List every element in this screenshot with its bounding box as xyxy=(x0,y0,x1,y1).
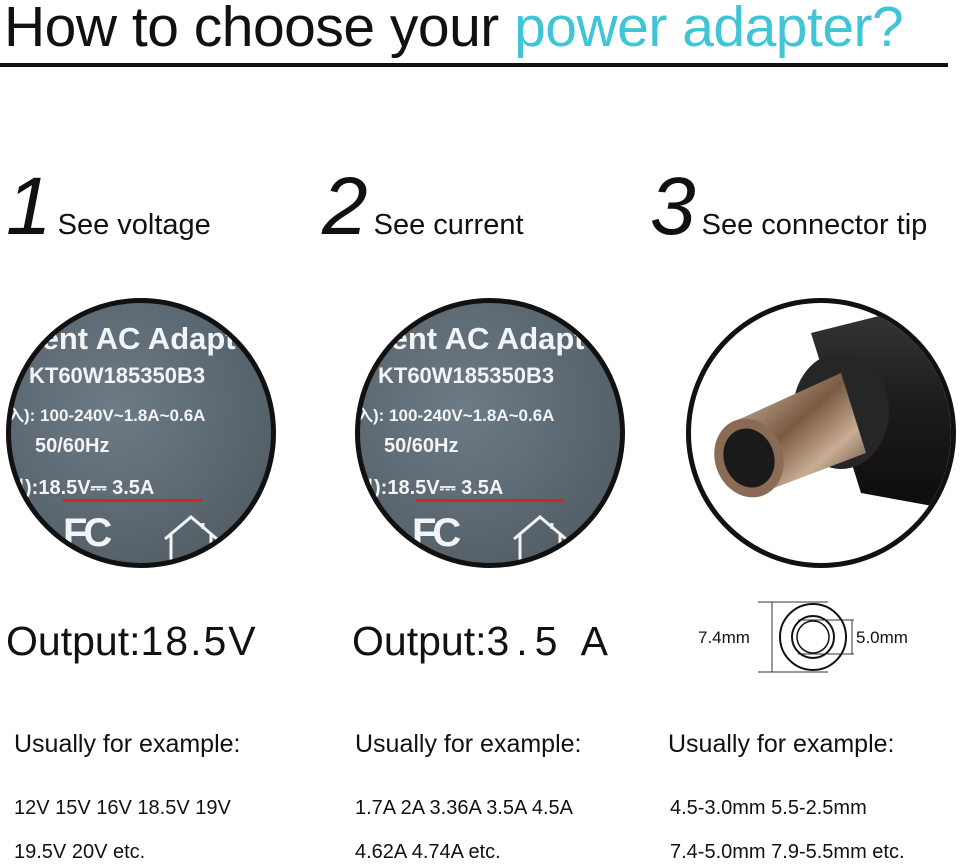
label-line: 出):18.5V⎓ 3.5A xyxy=(355,477,504,499)
page-title: How to choose your power adapter? xyxy=(4,0,904,60)
connector-plug-icon xyxy=(714,303,951,510)
step-number: 2 xyxy=(322,161,368,252)
label-line: 50/60Hz xyxy=(384,435,459,457)
current-example: 1.7A 2A 3.36A 3.5A 4.5A xyxy=(355,797,573,819)
title-prefix: How to choose your xyxy=(4,0,515,59)
inner-diameter-label: 5.0mm xyxy=(856,628,908,647)
title-accent: power adapter? xyxy=(514,0,904,59)
label-line: ient AC Adapt xyxy=(33,321,236,356)
outer-diameter-label: 7.4mm xyxy=(698,628,750,647)
label-line: ient AC Adapt xyxy=(382,321,585,356)
label-line: 50/60Hz xyxy=(35,435,110,457)
voltage-output: Output:18.5V xyxy=(6,618,258,665)
voltage-example: 12V 15V 16V 18.5V 19V xyxy=(14,797,231,819)
current-example: 4.62A 4.74A etc. xyxy=(355,841,501,863)
fcc-logo: FC xyxy=(63,511,112,555)
title-underline xyxy=(0,63,948,67)
examples-heading: Usually for example: xyxy=(14,730,241,758)
connector-example: 4.5-3.0mm 5.5-2.5mm xyxy=(670,797,867,819)
output-label: Output: xyxy=(6,618,141,664)
label-line: 入): 100-240V~1.8A~0.6A xyxy=(7,406,206,425)
voltage-example: 19.5V 20V etc. xyxy=(14,841,146,863)
fcc-logo: FC xyxy=(412,511,461,555)
connector-example: 7.4-5.0mm 7.9-5.5mm etc. xyxy=(670,841,905,863)
examples-heading: Usually for example: xyxy=(355,730,582,758)
current-output: Output:3.5 A xyxy=(352,618,615,665)
step-label: See connector tip xyxy=(701,209,928,241)
examples-heading: Usually for example: xyxy=(668,730,895,758)
label-line: 出):18.5V⎓ 3.5A xyxy=(6,477,155,499)
connector-dimension-diagram xyxy=(758,601,854,673)
output-label: Output: xyxy=(352,618,487,664)
connector-tip-photo xyxy=(686,298,956,568)
adapter-label-photo-current: ient AC Adapt KT60W185350B3 入): 100-240V… xyxy=(355,298,625,568)
indoor-use-icon xyxy=(164,515,218,563)
highlight-underline xyxy=(416,499,564,502)
indoor-use-icon xyxy=(513,515,567,563)
step-number: 1 xyxy=(6,161,52,252)
step-number: 3 xyxy=(650,161,696,252)
adapter-label-photo-voltage: ient AC Adapt KT60W185350B3 入): 100-240V… xyxy=(6,298,276,568)
output-value: 18.5V xyxy=(140,618,258,664)
highlight-underline xyxy=(63,499,203,502)
label-line: KT60W185350B3 xyxy=(29,363,206,388)
step-label: See current xyxy=(373,209,524,241)
output-value: 3.5 A xyxy=(486,618,615,664)
label-line: KT60W185350B3 xyxy=(378,363,555,388)
step-label: See voltage xyxy=(57,209,211,241)
label-line: 入): 100-240V~1.8A~0.6A xyxy=(356,406,555,425)
